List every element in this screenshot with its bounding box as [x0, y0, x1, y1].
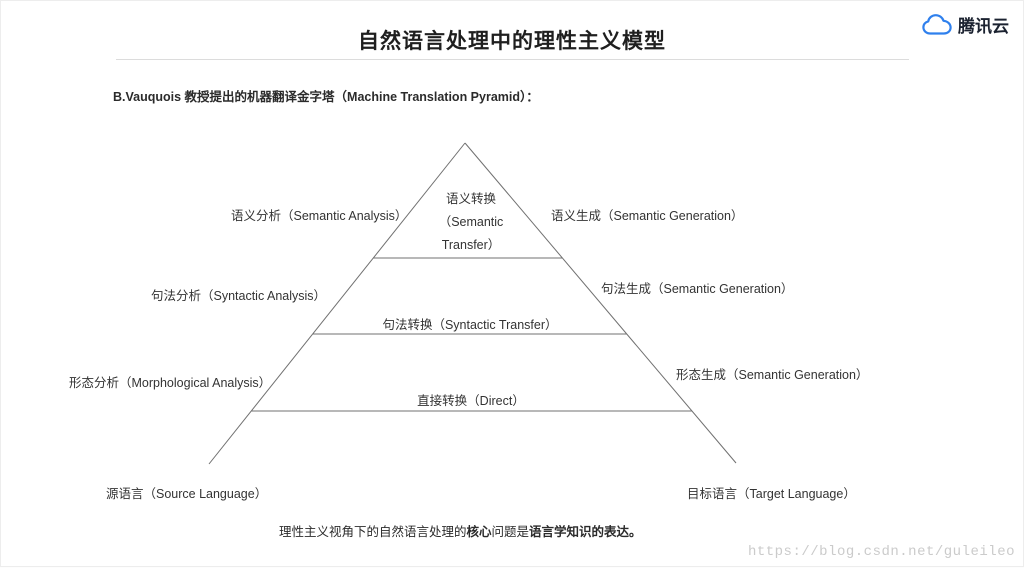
morphological-analysis-label: 形态分析（Morphological Analysis）: [69, 376, 272, 390]
target-language-label: 目标语言（Target Language）: [687, 487, 856, 501]
cloud-icon: [922, 14, 952, 35]
syntactic-transfer-label: 句法转换（Syntactic Transfer）: [382, 318, 558, 332]
title-divider: [116, 59, 909, 60]
morphological-generation-label: 形态生成（Semantic Generation）: [676, 368, 869, 382]
watermark-url: https://blog.csdn.net/guleileo: [747, 544, 1015, 560]
semantic-transfer-label: 语义转换 （Semantic Transfer）: [438, 192, 504, 252]
statement-segment-bold: 语言学知识的表达。: [529, 525, 642, 539]
source-language-label: 源语言（Source Language）: [106, 487, 268, 501]
intro-text: B.Vauquois 教授提出的机器翻译金字塔（Machine Translat…: [113, 90, 539, 104]
syntactic-generation-label: 句法生成（Semantic Generation）: [601, 282, 794, 296]
tencent-cloud-logo: 腾讯云: [922, 12, 1009, 37]
statement-segment: 问题是: [491, 525, 530, 539]
pyramid-right-leg: [464, 142, 737, 464]
logo-text: 腾讯云: [958, 17, 1009, 36]
statement-segment-bold: 核心: [466, 525, 492, 539]
semantic-generation-label: 语义生成（Semantic Generation）: [551, 209, 744, 223]
syntactic-analysis-label: 句法分析（Syntactic Analysis）: [151, 289, 327, 303]
conclusion-statement: 理性主义视角下的自然语言处理的核心问题是语言学知识的表达。: [279, 521, 642, 540]
semantic-analysis-label: 语义分析（Semantic Analysis）: [231, 209, 408, 223]
page-title: 自然语言处理中的理性主义模型: [358, 30, 666, 53]
direct-transfer-label: 直接转换（Direct）: [417, 394, 525, 408]
statement-segment: 理性主义视角下的自然语言处理的: [279, 525, 467, 539]
